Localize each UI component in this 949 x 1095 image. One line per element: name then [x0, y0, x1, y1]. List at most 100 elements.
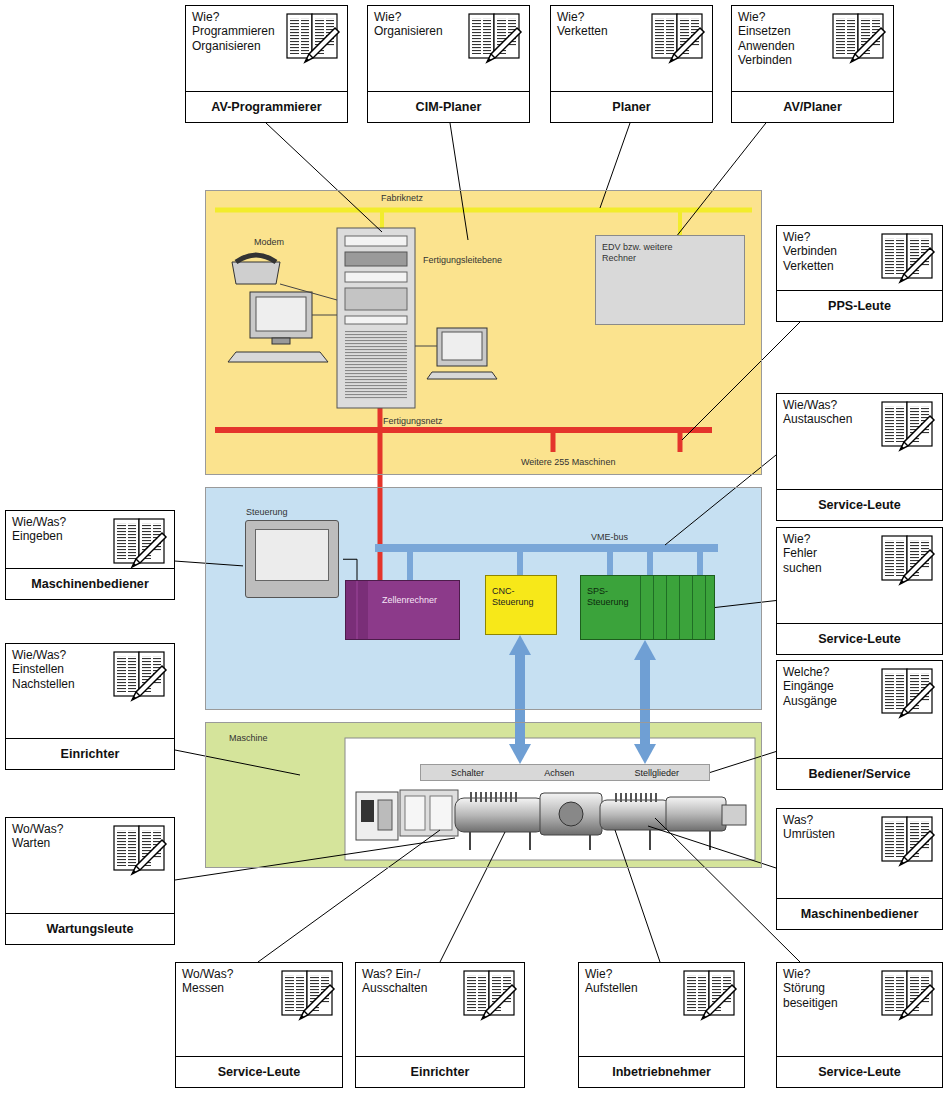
area-label: Fertigungsnetz — [383, 416, 443, 426]
monitor-symbol — [245, 520, 339, 598]
machine-illustration — [356, 790, 746, 850]
question-text: Wie? Organisieren — [374, 10, 443, 39]
role-label: AV/Planer — [732, 91, 893, 122]
leader-lines — [175, 123, 800, 962]
callout-box: Wie? Programmieren OrganisierenAV-Progra… — [185, 5, 348, 123]
question-text: Wie? Verbinden Verketten — [783, 230, 837, 273]
signal-bar: Schalter Achsen Stellglieder — [420, 764, 710, 781]
role-label: Maschinenbediener — [6, 568, 174, 599]
box-label: CNC-Steuerung — [492, 586, 552, 608]
callout-box: Was? Ein-/ AusschaltenEinrichter — [355, 962, 525, 1088]
role-label: Planer — [551, 91, 712, 122]
book-icon — [462, 967, 518, 1023]
question-text: Wie? Programmieren Organisieren — [192, 10, 275, 53]
question-text: Wie? Einsetzen Anwenden Verbinden — [738, 10, 795, 68]
leader-line — [343, 559, 357, 580]
box-label: Zellenrechner — [382, 595, 437, 606]
role-label: Inbetriebnehmer — [579, 1056, 744, 1087]
factory-network — [215, 210, 752, 236]
book-icon — [682, 967, 738, 1023]
book-icon — [880, 398, 936, 454]
book-icon — [285, 10, 341, 66]
callout-box: Wie/Was? AustauschenService-Leute — [776, 393, 943, 521]
leader-line — [175, 561, 243, 566]
callout-box: Wie? VerkettenPlaner — [550, 5, 713, 123]
cnc-control: CNC-Steuerung — [485, 575, 557, 635]
box-label: Steuerung — [246, 507, 288, 517]
question-text: Was? Ein-/ Ausschalten — [362, 967, 427, 996]
book-icon — [831, 10, 887, 66]
role-label: CIM-Planer — [368, 91, 529, 122]
callout-box: Welche? Eingänge AusgängeBediener/Servic… — [776, 660, 943, 790]
leader-line — [710, 752, 776, 773]
area-label: Maschine — [229, 733, 268, 743]
question-text: Wie? Aufstellen — [585, 967, 638, 996]
box-label: Stellglieder — [634, 768, 679, 778]
question-text: Welche? Eingänge Ausgänge — [783, 665, 837, 708]
callout-box: Wo/Was? MessenService-Leute — [175, 962, 343, 1088]
book-icon — [467, 10, 523, 66]
callout-box: Wie? Störung beseitigenService-Leute — [776, 962, 943, 1088]
book-icon — [880, 532, 936, 588]
callout-box: Was? UmrüstenMaschinenbediener — [776, 808, 943, 930]
question-text: Wie/Was? Eingeben — [12, 515, 66, 544]
role-label: Einrichter — [6, 738, 174, 769]
box-label: Achsen — [544, 768, 574, 778]
signal-arrow — [515, 651, 525, 748]
role-label: Service-Leute — [777, 1056, 942, 1087]
role-label: Service-Leute — [777, 489, 942, 520]
question-text: Was? Umrüsten — [783, 813, 835, 842]
question-text: Wie? Fehler suchen — [783, 532, 822, 575]
level-band: EDV bzw. weitere Rechner FabriknetzModemF… — [205, 190, 762, 475]
role-label: Service-Leute — [176, 1056, 342, 1087]
question-text: Wie/Was? Austauschen — [783, 398, 852, 427]
area-label: Weitere 255 Maschinen — [521, 457, 615, 467]
role-label: Bediener/Service — [777, 758, 942, 789]
modem-terminal — [228, 255, 337, 362]
leader-line — [715, 601, 776, 608]
callout-box: Wie? Verbinden VerkettenPPS-Leute — [776, 225, 943, 322]
book-icon — [880, 967, 936, 1023]
callout-box: Wie? Einsetzen Anwenden VerbindenAV/Plan… — [731, 5, 894, 123]
role-label: Service-Leute — [777, 623, 942, 654]
callout-box: Wie? Fehler suchenService-Leute — [776, 527, 943, 655]
book-icon — [280, 967, 336, 1023]
book-icon — [112, 515, 168, 571]
computer-box: EDV bzw. weitere Rechner — [595, 235, 745, 325]
box-label: EDV bzw. weitere Rechner — [602, 242, 707, 264]
callout-box: Wie/Was? EingebenMaschinenbediener — [5, 510, 175, 600]
question-text: Wo/Was? Messen — [182, 967, 233, 996]
control-screen: Steuerung — [243, 507, 343, 602]
area-label: Fertigungsleitebene — [423, 255, 502, 265]
role-label: Maschinenbediener — [777, 898, 942, 929]
terminal — [415, 328, 497, 379]
role-label: AV-Programmierer — [186, 91, 347, 122]
question-text: Wo/Was? Warten — [12, 822, 63, 851]
plc-control: SPS-Steuerung — [580, 575, 715, 640]
callout-box: Wo/Was? WartenWartungsleute — [5, 817, 175, 945]
area-label: Fabriknetz — [381, 193, 423, 203]
book-icon — [650, 10, 706, 66]
callout-box: Wie? AufstellenInbetriebnehmer — [578, 962, 745, 1088]
level-band: SteuerungZellenrechner CNC-Steuerung SPS-S… — [205, 487, 762, 710]
question-text: Wie? Störung beseitigen — [783, 967, 838, 1010]
area-label: Modem — [254, 237, 284, 247]
role-label: Einrichter — [356, 1056, 524, 1087]
leader-line — [678, 123, 766, 235]
cell-computer: Zellenrechner — [345, 580, 460, 640]
callout-box: Wie? OrganisierenCIM-Planer — [367, 5, 530, 123]
role-label: PPS-Leute — [777, 290, 942, 321]
book-icon — [880, 230, 936, 286]
box-label: Schalter — [451, 768, 484, 778]
role-label: Wartungsleute — [6, 913, 174, 944]
box-label: SPS-Steuerung — [587, 586, 643, 608]
book-icon — [880, 665, 936, 721]
area-label: VME-bus — [591, 532, 628, 542]
question-text: Wie/Was? Einstellen Nachstellen — [12, 648, 75, 691]
book-icon — [112, 648, 168, 704]
question-text: Wie? Verketten — [557, 10, 608, 39]
signal-arrow — [640, 656, 650, 748]
host-computer — [337, 228, 415, 408]
book-icon — [112, 822, 168, 878]
